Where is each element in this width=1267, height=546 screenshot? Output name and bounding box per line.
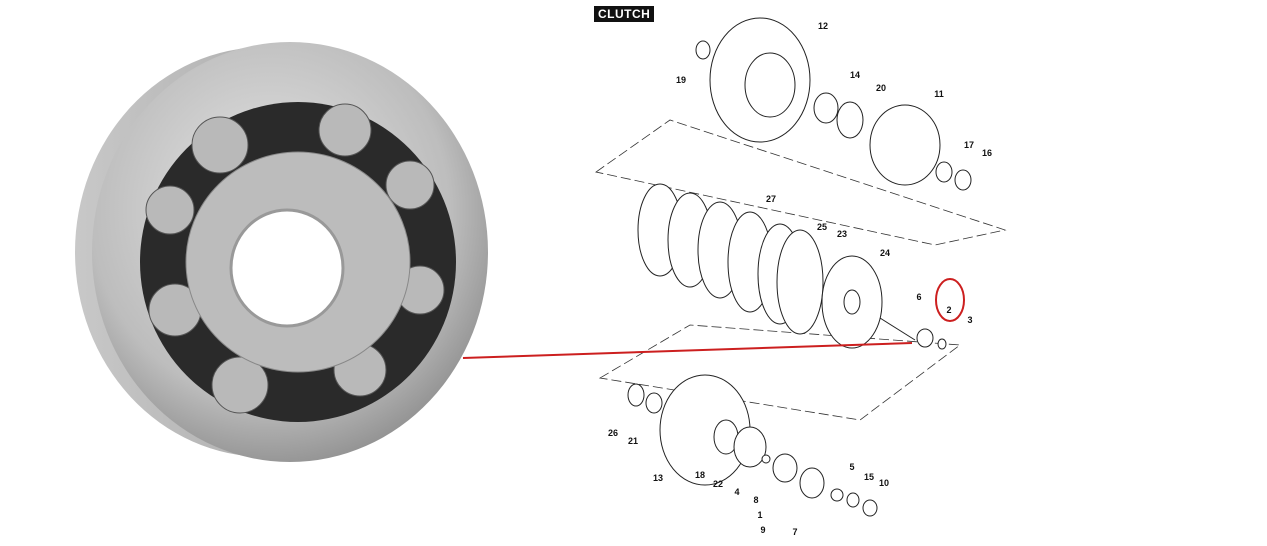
callout-20: 20	[875, 83, 887, 93]
diagram-title: CLUTCH	[594, 6, 655, 22]
callout-9: 9	[760, 525, 766, 535]
callout-11: 11	[934, 89, 944, 99]
callout-1: 1	[757, 510, 763, 520]
callout-5: 5	[849, 462, 855, 472]
callout-2: 2	[946, 305, 952, 315]
callout-21: 21	[627, 436, 639, 446]
callout-26: 26	[607, 428, 619, 438]
callout-17: 17	[963, 140, 975, 150]
callout-4: 4	[734, 487, 740, 497]
assembly-outlines	[595, 119, 1007, 421]
bearing-photo	[75, 42, 488, 462]
callout-3: 3	[967, 315, 973, 325]
callout-23: 23	[836, 229, 848, 239]
callout-22: 22	[712, 479, 724, 489]
callout-8: 8	[753, 495, 759, 505]
callout-10: 10	[878, 478, 890, 488]
pointer-line	[462, 342, 913, 359]
callout-24: 24	[879, 248, 891, 258]
callout-18: 18	[694, 470, 706, 480]
callout-15: 15	[863, 472, 875, 482]
callout-7: 7	[792, 527, 798, 537]
callout-19: 19	[675, 75, 687, 85]
callout-13: 13	[652, 473, 664, 483]
callout-27: 27	[765, 194, 777, 204]
highlight-circle-part-2	[935, 278, 965, 322]
callout-16: 16	[981, 148, 993, 158]
callout-14: 14	[849, 70, 861, 80]
callout-12: 12	[817, 21, 829, 31]
callout-6: 6	[916, 292, 922, 302]
callout-25: 25	[816, 222, 828, 232]
exploded-parts	[627, 17, 972, 517]
